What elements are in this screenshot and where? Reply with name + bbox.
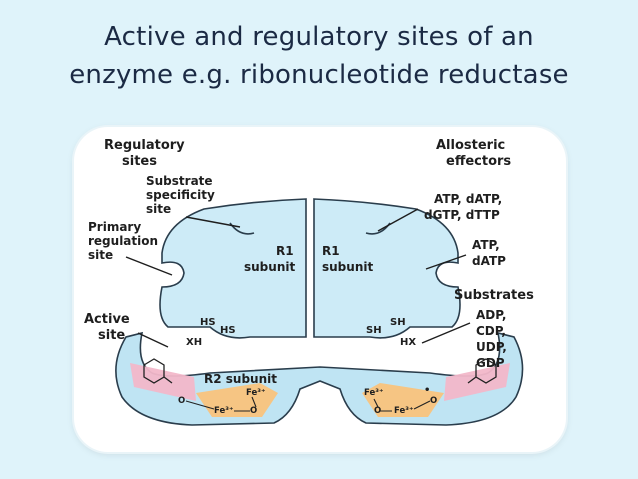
iron-center-left (196, 383, 278, 417)
diagram-panel: Regulatory sites Substrate specificity s… (74, 127, 566, 452)
substrate-specificity-label-2: specificity (146, 188, 215, 202)
iron-left-o-1: O (178, 396, 185, 406)
effectors-primary-label-2: dATP (472, 254, 506, 268)
r1-left-label: R1 (276, 244, 294, 258)
iron-right-o-1: O (430, 396, 437, 406)
r2-subunit-label: R2 subunit (204, 372, 277, 386)
group-hx: HX (400, 337, 416, 348)
group-hs-1: HS (200, 317, 216, 328)
effectors-primary-label-1: ATP, (472, 238, 500, 252)
active-site-label-2: site (98, 328, 125, 343)
group-xh: XH (186, 337, 202, 348)
r1-right-label: R1 (322, 244, 340, 258)
substrates-heading: Substrates (454, 288, 534, 303)
group-hs-2: HS (220, 325, 236, 336)
r1-right-subunit-label: subunit (322, 260, 373, 274)
substrate-cdp: CDP, (476, 324, 506, 338)
active-site-arrow (137, 332, 169, 348)
effectors-specificity-arrow (377, 208, 419, 232)
substrate-specificity-label-1: Substrate (146, 174, 213, 188)
allosteric-effectors-label-2: effectors (446, 154, 511, 169)
radical-dot: • (424, 385, 430, 396)
slide-title: Active and regulatory sites of an enzyme… (0, 18, 638, 94)
enzyme-diagram: Regulatory sites Substrate specificity s… (84, 138, 534, 426)
allosteric-effectors-label-1: Allosteric (436, 138, 505, 153)
iron-right-o-2: O (374, 406, 381, 416)
iron-right-fe-2: Fe³⁺ (394, 406, 413, 416)
substrate-adp: ADP, (476, 308, 506, 322)
primary-regulation-label-2: regulation (88, 234, 158, 248)
effectors-specificity-label-1: ATP, dATP, (434, 192, 502, 206)
iron-left-fe-1: Fe³⁺ (246, 388, 265, 398)
substrates-arrow (421, 322, 471, 344)
primary-regulation-arrow (125, 256, 173, 276)
slide-title-line-1: Active and regulatory sites of an (104, 22, 534, 52)
primary-regulation-label-1: Primary (88, 220, 141, 234)
tyrosine-ring-left (143, 358, 173, 384)
effectors-primary-arrow (425, 254, 467, 270)
substrate-specificity-label-3: site (146, 202, 171, 216)
substrate-gdp: GDP (476, 356, 505, 370)
primary-regulation-label-3: site (88, 248, 113, 262)
r1-left-subunit-label: subunit (244, 260, 295, 274)
substrate-udp: UDP, (476, 340, 507, 354)
r1-subunit-left-shape (159, 198, 307, 339)
effectors-specificity-label-2: dGTP, dTTP (424, 208, 500, 222)
r1-subunit-right-shape (313, 198, 461, 339)
iron-left-fe-2: Fe³⁺ (214, 406, 233, 416)
tyrosyl-band-right (444, 363, 510, 401)
substrate-specificity-arrow (185, 216, 241, 228)
tyrosine-ring-right (467, 358, 497, 384)
regulatory-sites-label-1: Regulatory (104, 138, 185, 153)
iron-right-fe-1: Fe³⁺ (364, 388, 383, 398)
iron-left-o-2: O (250, 406, 257, 416)
group-sh-1: SH (366, 325, 382, 336)
tyrosyl-band-left (130, 363, 196, 401)
iron-left-bonds (185, 396, 257, 412)
iron-right-bonds (373, 398, 431, 412)
group-sh-2: SH (390, 317, 406, 328)
regulatory-sites-label-2: sites (122, 154, 157, 169)
active-site-label-1: Active (84, 312, 130, 327)
iron-center-right (362, 383, 444, 417)
slide-title-line-2: enzyme e.g. ribonucleotide reductase (69, 60, 569, 90)
